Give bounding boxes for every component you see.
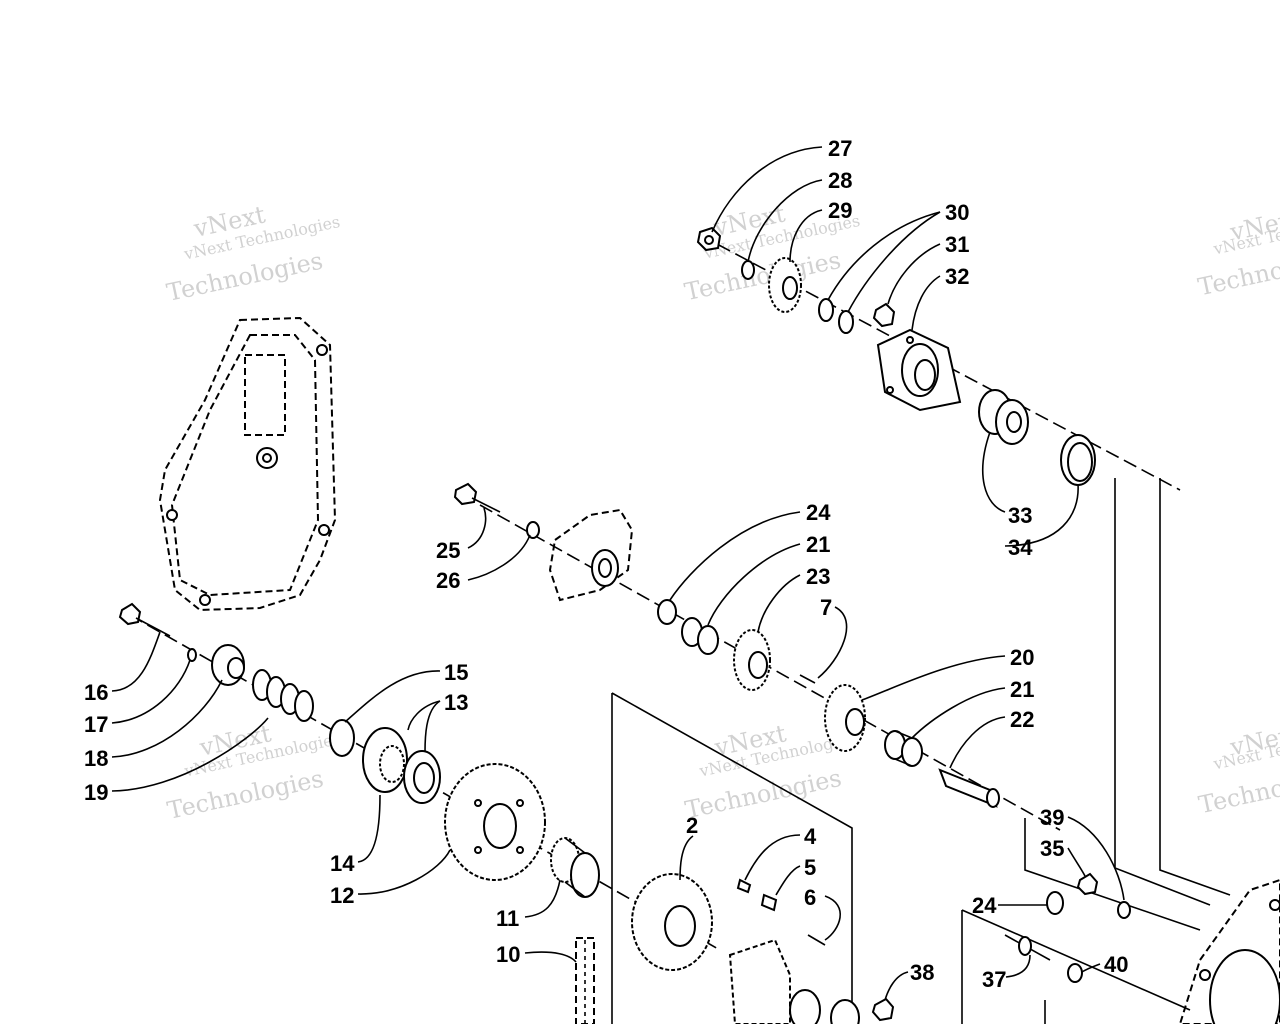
part-29-sprocket (768, 257, 802, 313)
callout-10: 10 (496, 942, 520, 967)
watermark: vNext vNext Technologies Technologies (1196, 204, 1280, 301)
callout-21-right: 21 (1010, 677, 1034, 702)
callout-24-middle: 24 (806, 500, 831, 525)
callout-23: 23 (806, 564, 830, 589)
lower-assembly (118, 602, 895, 1024)
watermark: vNext vNext Technologies Technologies (164, 200, 342, 306)
callout-39: 39 (1040, 805, 1064, 830)
callout-2: 2 (686, 813, 698, 838)
callouts: 27 28 29 30 31 32 33 34 24 21 23 7 25 26… (84, 136, 1128, 992)
callout-21-middle: 21 (806, 532, 830, 557)
callout-15: 15 (444, 660, 468, 685)
part-16-bolt (118, 602, 171, 637)
frame-top (611, 692, 853, 1024)
part-7-key (799, 674, 816, 684)
part-11-gear (550, 837, 600, 898)
callout-13: 13 (444, 690, 468, 715)
part-38-nut (871, 997, 895, 1022)
part-30-washer-b (838, 310, 854, 334)
callout-37: 37 (982, 967, 1006, 992)
part-26-washer (526, 521, 540, 539)
part-35-nut (1076, 872, 1099, 896)
part-31-nut (872, 302, 896, 328)
part-22-tube (938, 768, 1000, 808)
callout-14: 14 (330, 851, 355, 876)
callout-34: 34 (1008, 535, 1033, 560)
part-17-washer (187, 648, 197, 662)
chain-case-housing (1178, 878, 1280, 1024)
part-30-washer-a (818, 298, 834, 322)
part-39-washer (1117, 901, 1131, 919)
callout-22: 22 (1010, 707, 1034, 732)
part-34-ring (1060, 434, 1096, 486)
callout-38: 38 (910, 960, 934, 985)
callout-17: 17 (84, 712, 108, 737)
part-18-cap (211, 644, 245, 686)
callout-5: 5 (804, 855, 816, 880)
chain-case-cover (158, 316, 337, 612)
part-10-chain (575, 937, 595, 1024)
part-4-5-screws (736, 878, 778, 912)
part-21-spacer (681, 617, 719, 655)
callout-35: 35 (1040, 836, 1064, 861)
part-33-bearing (978, 389, 1029, 445)
part-28-washer (741, 260, 755, 280)
part-23-sprocket (733, 629, 771, 691)
part-24-washer (657, 599, 677, 625)
part-27-nut (696, 226, 722, 252)
upper-assembly (696, 226, 1096, 486)
frame-right-b (961, 909, 1191, 1011)
callout-16: 16 (84, 680, 108, 705)
part-12-sprocket (444, 763, 546, 881)
callout-28: 28 (828, 168, 852, 193)
part-20-sprocket (824, 684, 866, 752)
leader-frame-3 (1024, 818, 1201, 931)
right-assembly (1004, 872, 1280, 1024)
part-13-bearing (362, 727, 408, 793)
part-24-washer-right (1046, 891, 1064, 915)
callout-7: 7 (820, 595, 832, 620)
part-2-sprocket (631, 873, 713, 971)
callout-19: 19 (84, 780, 108, 805)
callout-25: 25 (436, 538, 460, 563)
callout-40: 40 (1104, 952, 1128, 977)
part-25-bolt (453, 482, 501, 513)
callout-18: 18 (84, 746, 108, 771)
part-32-bearing-flange (876, 328, 962, 412)
callout-29: 29 (828, 198, 852, 223)
watermark: vNext vNext Technologies Technologies (165, 719, 342, 825)
part-6-pin (807, 934, 826, 946)
callout-20: 20 (1010, 645, 1034, 670)
bearing-housing (548, 508, 634, 602)
part-19-spring (252, 669, 314, 722)
leader-lines (111, 146, 1125, 1001)
part-40-washer (1067, 963, 1083, 983)
middle-assembly (453, 482, 1000, 808)
callout-30: 30 (945, 200, 969, 225)
watermark: vNext vNext Technologies Technologies (1196, 719, 1280, 819)
leader-frame-2 (1159, 478, 1231, 896)
callout-31: 31 (945, 232, 969, 257)
leader-frame-1 (1114, 478, 1211, 906)
callout-33: 33 (1008, 503, 1032, 528)
callout-32: 32 (945, 264, 969, 289)
part-37-stud (1004, 934, 1051, 961)
callout-27: 27 (828, 136, 852, 161)
callout-11: 11 (496, 906, 519, 931)
callout-6: 6 (804, 885, 816, 910)
callout-12: 12 (330, 883, 354, 908)
cover-window (244, 354, 286, 436)
callout-24-right: 24 (972, 893, 997, 918)
part-14-race (403, 750, 441, 804)
part-21-bushing (884, 730, 923, 767)
clutch-assembly (728, 938, 860, 1024)
callout-26: 26 (436, 568, 460, 593)
part-15-snap-ring (329, 719, 355, 757)
callout-4: 4 (804, 824, 817, 849)
